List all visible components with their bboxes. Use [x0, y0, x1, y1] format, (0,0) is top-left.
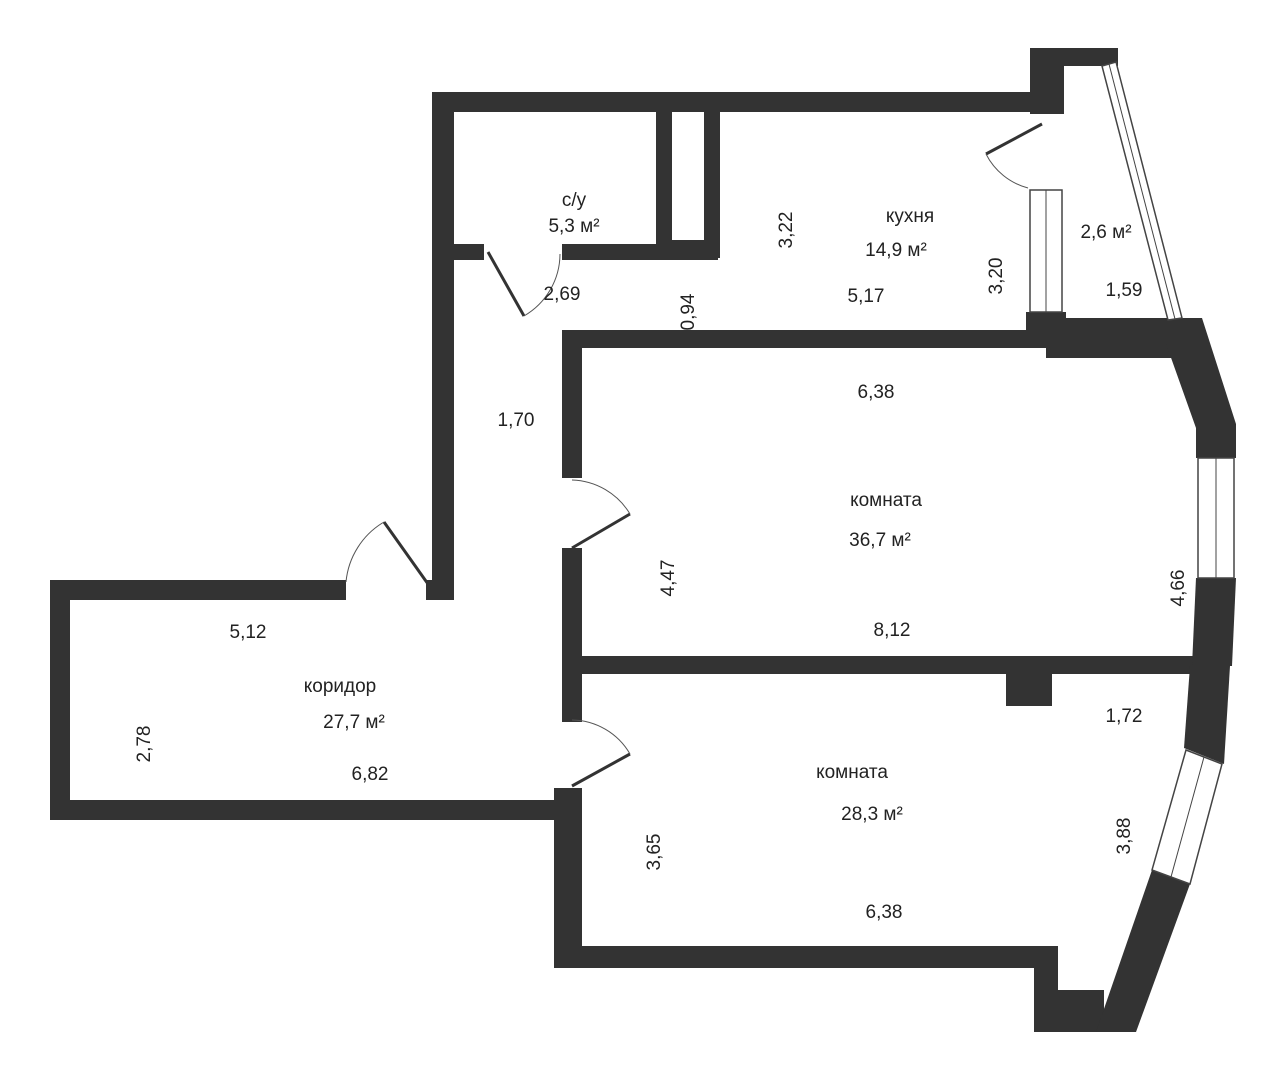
wall-room-divider [562, 656, 1194, 674]
dim-room2-right: 3,88 [1114, 818, 1135, 855]
wall-corr-left [50, 580, 70, 820]
room-bathroom-name: с/у [562, 190, 587, 211]
wall-room2-bottom [554, 946, 1058, 968]
door-entrance-leaf [382, 521, 430, 585]
dim-balcony-width: 1,59 [1106, 280, 1143, 301]
doors [345, 122, 1043, 788]
wall-vent-bottom [656, 240, 720, 258]
door-bath-arc [523, 253, 561, 317]
dim-corridor-bottom: 6,82 [352, 764, 389, 785]
room-bathroom-area: 5,3 м² [548, 216, 599, 237]
wall-bath-bottom [454, 244, 484, 260]
dim-room1-left: 4,47 [658, 560, 679, 597]
door-balcony-leaf [985, 122, 1043, 156]
dim-room1-right: 4,66 [1168, 570, 1189, 607]
wall-vent-left [656, 112, 672, 246]
door-bath-leaf [486, 251, 526, 317]
wall-bay-bottom [1034, 990, 1104, 1032]
windows [1029, 61, 1235, 885]
door-room1-leaf [571, 512, 631, 550]
wall-top [432, 92, 1060, 112]
dim-room1-bottom: 8,12 [874, 620, 911, 641]
wall-hall-left [432, 92, 454, 600]
room-corridor-name: коридор [304, 676, 377, 697]
dim-bath-width: 2,69 [544, 284, 581, 305]
dim-room2-left: 3,65 [644, 834, 665, 871]
wall-pillar [1006, 672, 1052, 706]
room-kitchen-name: кухня [886, 206, 934, 227]
wall-facade-3 [1184, 666, 1230, 764]
dim-kitchen-width: 5,17 [848, 286, 885, 307]
wall-corr-top-right [426, 580, 454, 600]
dim-kitchen-height: 3,22 [776, 212, 797, 249]
dim-corridor-left: 2,78 [134, 726, 155, 763]
wall-vent-right [704, 112, 720, 258]
room-room1-name: комната [850, 490, 922, 511]
dim-hall-width: 1,70 [498, 410, 535, 431]
room-labels: с/у 5,3 м² кухня 14,9 м² 2,6 м² комната … [304, 190, 1132, 825]
room-room2-area: 28,3 м² [841, 804, 903, 825]
dim-kitchen-height-2: 3,20 [986, 258, 1007, 295]
wall-room2-left [562, 672, 582, 722]
wall-corr-top [50, 580, 346, 600]
room-balcony-area: 2,6 м² [1080, 222, 1131, 243]
dimension-labels: 2,69 0,94 3,22 5,17 3,20 1,59 1,70 6,38 … [134, 212, 1189, 923]
door-entrance-arc [345, 521, 385, 583]
dim-hall-narrow: 0,94 [678, 293, 699, 330]
room-room2-name: комната [816, 762, 888, 783]
room-kitchen-area: 14,9 м² [865, 240, 927, 261]
wall-facade-1 [1164, 318, 1236, 458]
dim-corridor-top: 5,12 [230, 622, 267, 643]
walls [50, 48, 1236, 1032]
wall-corner-pillar [1030, 48, 1064, 114]
room-corridor-area: 27,7 м² [323, 712, 385, 733]
door-room2-arc [571, 719, 631, 755]
door-room2-leaf [571, 752, 631, 788]
dim-room1-top: 6,38 [858, 382, 895, 403]
wall-room2-outer-left [554, 788, 582, 968]
door-balcony-arc [985, 153, 1029, 189]
door-room1-arc [571, 479, 631, 515]
dim-room2-bottom: 6,38 [866, 902, 903, 923]
wall-facade-4 [1096, 870, 1190, 1032]
wall-room1-left-top [562, 330, 582, 478]
wall-room1-left-bottom [562, 548, 582, 668]
wall-kitchen-right [1026, 312, 1066, 336]
dim-room2-top: 1,72 [1106, 706, 1143, 727]
wall-corr-bottom [50, 800, 570, 820]
wall-facade-2 [1192, 578, 1236, 666]
room-room1-area: 36,7 м² [849, 530, 911, 551]
